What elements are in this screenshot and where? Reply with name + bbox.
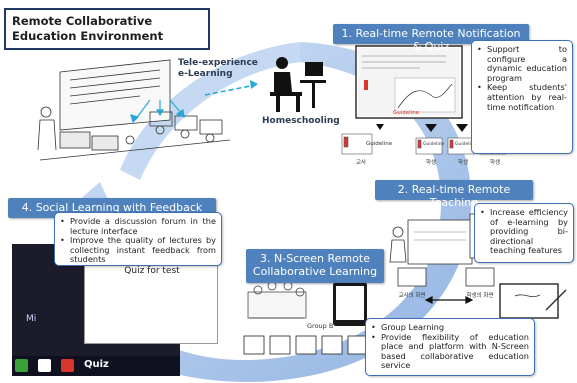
homeschooling-label: Homeschooling bbox=[262, 116, 340, 126]
tele-experience-label: Tele-experience e-Learning bbox=[178, 58, 258, 79]
group-learning-illustration bbox=[247, 281, 307, 319]
stage-3-header: 3. N-Screen Remote Collaborative Learnin… bbox=[246, 249, 384, 283]
stage-1-header: 1. Real-time Remote Notification & Quiz bbox=[333, 24, 529, 53]
stop-button[interactable] bbox=[61, 359, 74, 372]
stage-2-callout: Increase efficiency of e-learning by pro… bbox=[474, 203, 574, 263]
stage-4-bullet: Provide a discussion forum in the lectur… bbox=[60, 216, 216, 236]
notification-screen bbox=[355, 45, 463, 119]
pause-button[interactable] bbox=[38, 359, 51, 372]
stage-4-callout: Provide a discussion forum in the lectur… bbox=[54, 212, 222, 266]
video-overlay-text: Mi bbox=[26, 314, 37, 324]
stage-2-header: 2. Real-time Remote Teaching bbox=[375, 180, 533, 209]
title-box: Remote Collaborative Education Environme… bbox=[4, 8, 210, 50]
guideline-label-screen: Guideline bbox=[393, 110, 420, 116]
quiz-logo: Quiz bbox=[84, 359, 109, 370]
play-button[interactable] bbox=[15, 359, 28, 372]
stage-1-callout: Support to configure a dynamic education… bbox=[471, 40, 573, 154]
student-label-1: 학생 bbox=[425, 160, 437, 166]
student-label-2: 학생 bbox=[457, 160, 469, 166]
teacher-label: 교사 bbox=[355, 160, 367, 166]
n-screen-devices bbox=[243, 335, 369, 355]
quiz-title: Quiz for test bbox=[124, 266, 180, 276]
stage-1-bullet: Support to configure a dynamic education… bbox=[477, 44, 567, 83]
stage-3-callout: Group Learning Provide flexibility of ed… bbox=[365, 318, 535, 376]
guideline-label-s2: Guideline bbox=[455, 142, 477, 147]
teaching-arrows bbox=[424, 296, 474, 304]
stage-3-bullet: Provide flexibility of education place a… bbox=[371, 332, 529, 371]
quiz-card bbox=[84, 262, 218, 344]
quiz-controls-bar bbox=[12, 356, 180, 376]
student-screen-label: 학생의 화면 bbox=[466, 293, 494, 299]
group-label: Group B bbox=[307, 322, 334, 330]
guideline-label-s1: Guideline bbox=[423, 142, 445, 147]
stage-4-bullet: Improve the quality of lectures by colle… bbox=[60, 235, 216, 265]
page-title: Remote Collaborative Education Environme… bbox=[12, 14, 164, 43]
cycle-arc-top bbox=[120, 42, 300, 180]
dashed-link bbox=[204, 80, 258, 96]
stage-3-bullet: Group Learning bbox=[371, 322, 529, 333]
homeschooling-figure bbox=[270, 57, 326, 112]
classroom-illustration bbox=[37, 59, 231, 161]
guideline-label-main: Guideline bbox=[366, 141, 393, 147]
n-screen-tablet bbox=[333, 282, 367, 326]
stage-2-bullet: Increase efficiency of e-learning by pro… bbox=[480, 207, 568, 256]
stage-1-bullet: Keep students' attention by real-time no… bbox=[477, 83, 567, 112]
classroom-arrows bbox=[130, 99, 185, 124]
teacher-screen-label: 교사의 화면 bbox=[398, 293, 426, 299]
student-label-3: 학생 bbox=[489, 160, 501, 166]
